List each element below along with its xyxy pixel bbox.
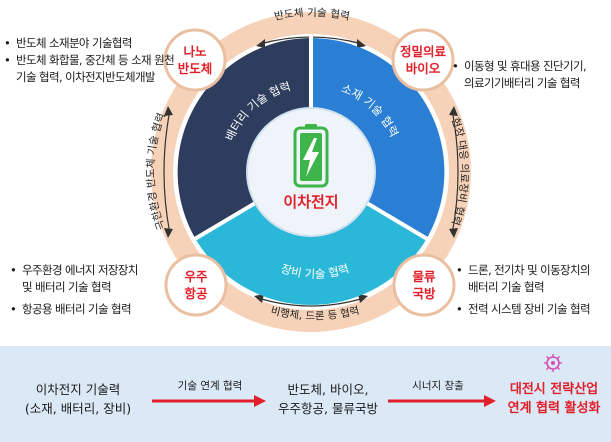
arrow-right-icon (388, 395, 496, 407)
arrow-right-icon (152, 395, 266, 407)
battery-charging-icon (293, 124, 329, 188)
segment-equipment (195, 203, 427, 305)
node-precision-line2: 바이오 (406, 61, 441, 76)
gear-network-icon (544, 354, 562, 372)
segment-equipment-label: 장비 기술 협력 (279, 261, 350, 281)
node-logistics: 물류 국방 (392, 253, 456, 317)
summary-end: 대전시 전략산업 연계 협력 활성화 (507, 382, 601, 416)
node-aerospace: 우주 항공 (164, 253, 228, 317)
node-precision-line1: 정밀의료 (400, 44, 447, 59)
svg-text:장비 기술 협력: 장비 기술 협력 (279, 261, 350, 281)
bottom-right-list: •드론, 전기차 및 이동장치의 배터리 기술 협력 •전력 시스템 장비 기술… (456, 263, 591, 316)
node-aerospace-line1: 우주 (184, 269, 208, 284)
top-right-list: •이동형 및 휴대용 진단기기, 의료기기배터리 기술 협력 (452, 59, 587, 90)
node-precision: 정밀의료 바이오 (391, 28, 455, 92)
list-item: 전력 시스템 장비 기술 협력 (468, 302, 591, 316)
arrow1-label: 기술 연계 협력 (177, 380, 243, 392)
segment-battery (177, 38, 311, 238)
list-item: 반도체 소재분야 기술협력 (16, 36, 132, 50)
node-nano-line2: 반도체 (178, 61, 213, 76)
list-item: 이동형 및 휴대용 진단기기, (464, 59, 587, 73)
list-item: 및 배터리 기술 협력 (22, 280, 112, 294)
list-item: 우주환경 에너지 저장장치 (22, 263, 138, 277)
arrow2-label: 시너지 창출 (412, 380, 464, 392)
node-logistics-line1: 물류 (412, 269, 436, 284)
summary-middle: 반도체, 바이오, 우주항공, 물류국방 (278, 382, 378, 416)
ring-label-bottom: 비행체, 드론 등 협력 (269, 305, 360, 323)
top-left-list: •반도체 소재분야 기술협력 •반도체 화합물, 중간체 등 소재 원천 기술 … (4, 36, 175, 84)
summary-start: 이차전지 기술력 (소재, 배터리, 장비) (24, 382, 132, 416)
node-nano: 나노 반도체 (163, 28, 227, 92)
svg-text:반도체 기술 협력: 반도체 기술 협력 (273, 7, 350, 23)
list-item: 항공용 배터리 기술 협력 (22, 302, 132, 316)
node-nano-line1: 나노 (183, 44, 207, 59)
ring-label-top: 반도체 기술 협력 (273, 7, 350, 23)
list-item: 의료기기배터리 기술 협력 (464, 76, 580, 90)
collaboration-diagram: 반도체 기술 협력 극한환경 반도체 기술 협력 현장 대응 의료장비 협력 비… (145, 7, 471, 332)
list-item: 기술 협력, 이차전지반도체개발 (16, 70, 156, 84)
list-item: 드론, 전기차 및 이동장치의 (468, 263, 591, 277)
svg-text:비행체, 드론 등 협력: 비행체, 드론 등 협력 (269, 305, 360, 323)
node-logistics-line2: 국방 (412, 286, 436, 301)
list-item: 배터리 기술 협력 (468, 280, 545, 294)
list-item: 반도체 화합물, 중간체 등 소재 원천 (16, 53, 175, 67)
summary-panel: 이차전지 기술력 (소재, 배터리, 장비) 기술 연계 협력 반도체, 바이오… (0, 346, 611, 442)
node-aerospace-line2: 항공 (184, 286, 208, 301)
bottom-left-list: •우주환경 에너지 저장장치 및 배터리 기술 협력 •항공용 배터리 기술 협… (10, 263, 138, 316)
center-title: 이차전지 (283, 193, 338, 211)
